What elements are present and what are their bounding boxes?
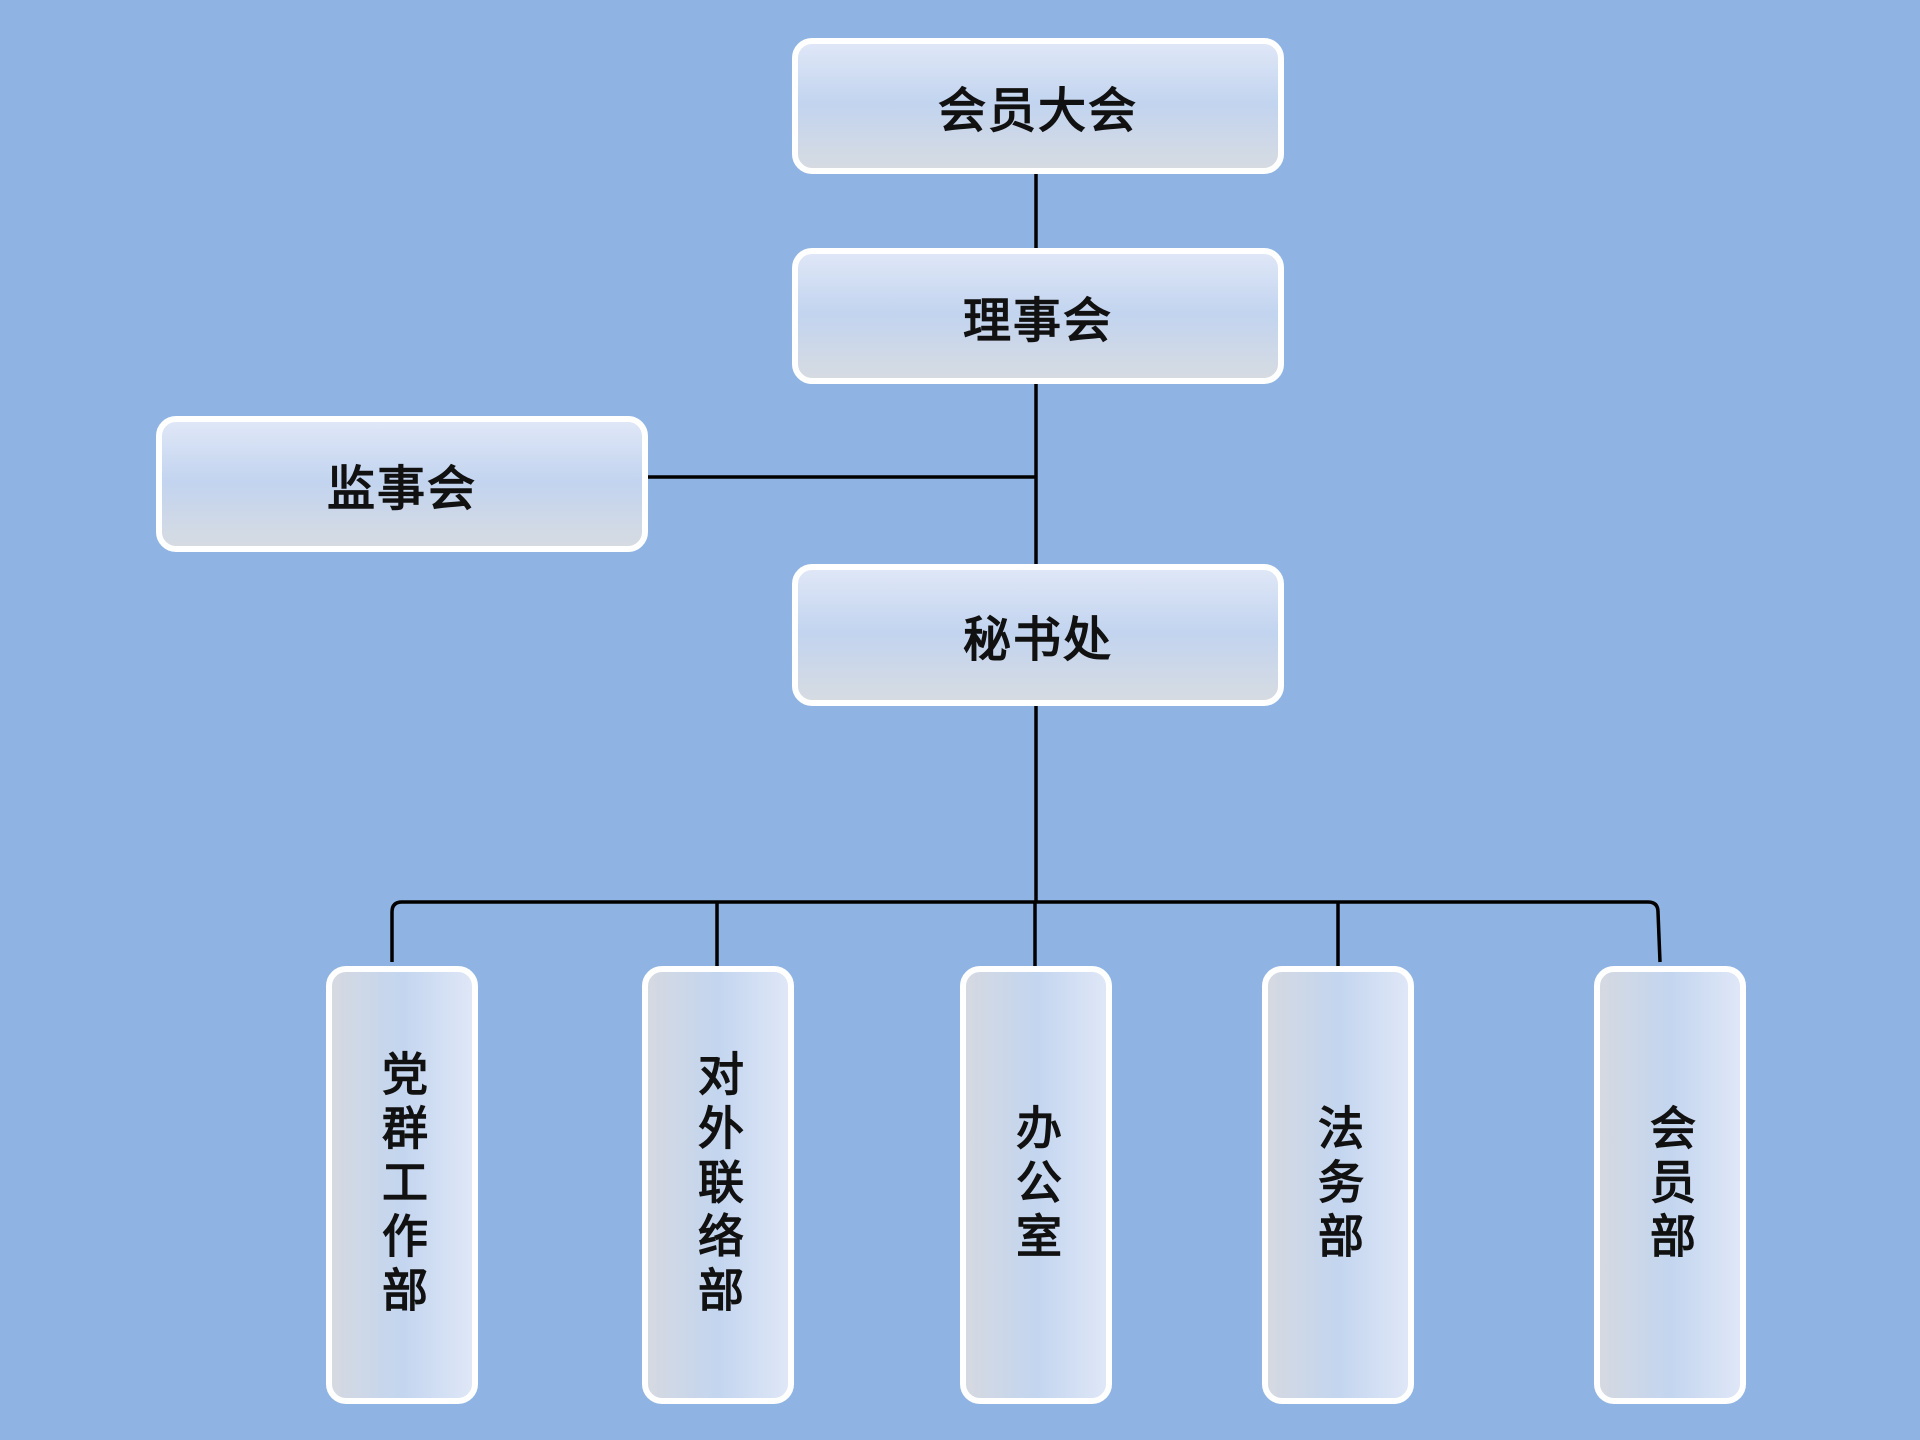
node-board-of-directors: 理事会 [792, 248, 1284, 384]
node-members-assembly: 会员大会 [792, 38, 1284, 174]
node-label: 秘书处 [962, 612, 1113, 668]
node-secretariat: 秘书处 [792, 564, 1284, 706]
node-label: 理事会 [962, 293, 1113, 349]
node-label: 办公室 [1009, 1104, 1063, 1266]
node-department-membership: 会员部 [1594, 966, 1746, 1404]
connector-department-bus [390, 900, 1662, 963]
node-department-legal: 法务部 [1262, 966, 1414, 1404]
node-label: 对外联络部 [691, 1050, 745, 1320]
node-label: 会员大会 [937, 83, 1138, 139]
node-department-party: 党群工作部 [326, 966, 478, 1404]
node-department-office: 办公室 [960, 966, 1112, 1404]
node-label: 党群工作部 [375, 1050, 429, 1320]
node-board-of-supervisors: 监事会 [156, 416, 648, 552]
node-department-external-liaison: 对外联络部 [642, 966, 794, 1404]
node-label: 法务部 [1311, 1104, 1365, 1266]
node-label: 会员部 [1643, 1104, 1697, 1266]
node-label: 监事会 [326, 461, 477, 517]
